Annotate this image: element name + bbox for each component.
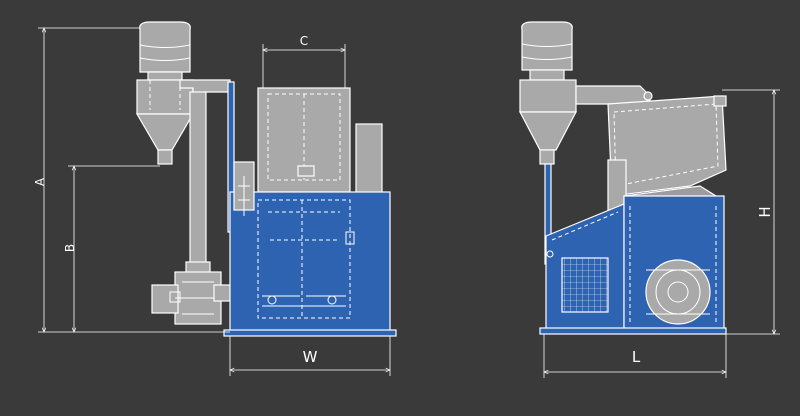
base-hidden-lines <box>257 199 351 319</box>
motor-pulley-outer <box>645 259 711 325</box>
ventilation-grille <box>561 257 609 313</box>
cyclone-cone-side <box>519 111 577 151</box>
riser-pipe-front <box>189 91 207 271</box>
machine-base-front <box>229 191 391 333</box>
blower-coupling <box>169 291 181 303</box>
filter-bag-folds <box>139 44 191 61</box>
belt-lines <box>646 269 710 315</box>
dimension-label-h: H <box>756 206 774 217</box>
motor-pulley-hub <box>667 281 689 303</box>
hopper-side-hidden-lines <box>613 103 719 187</box>
duct-joint <box>643 91 653 101</box>
blower-motor-front <box>151 284 179 314</box>
cyclone-body-side <box>519 79 577 113</box>
valve-detail-lines <box>238 176 250 216</box>
cyclone-cone-front <box>135 113 195 151</box>
front-view-dimensions: A B C W <box>33 28 390 376</box>
cyclone-outlet-side <box>539 149 555 165</box>
control-cabinet-front <box>355 123 383 199</box>
cyclone-hidden-lines <box>149 80 181 110</box>
cyclone-outlet-front <box>157 149 173 165</box>
dimension-label-c: C <box>300 34 308 48</box>
side-view-dimensions: H L <box>544 90 780 378</box>
base-bolt-left <box>267 295 277 305</box>
front-view <box>135 21 397 337</box>
base-bolt-right <box>327 295 337 305</box>
base-rail-lines <box>262 295 346 307</box>
filter-collar-side <box>529 69 565 81</box>
dimension-label-a: A <box>33 177 47 186</box>
base-side-bolt <box>546 250 554 258</box>
base-plate-side <box>539 327 727 335</box>
base-plate-front <box>223 329 397 337</box>
filter-collar-front <box>147 71 183 81</box>
filter-bag-side-folds <box>521 43 573 60</box>
side-view <box>519 21 727 335</box>
dimension-label-w: W <box>303 348 318 366</box>
hopper-latch <box>297 165 315 177</box>
base-side-hidden-lines <box>551 206 717 322</box>
dimension-label-b: B <box>63 244 77 252</box>
base-hinge <box>345 231 355 245</box>
hopper-side-latch <box>713 95 727 107</box>
dimension-label-l: L <box>632 348 641 366</box>
